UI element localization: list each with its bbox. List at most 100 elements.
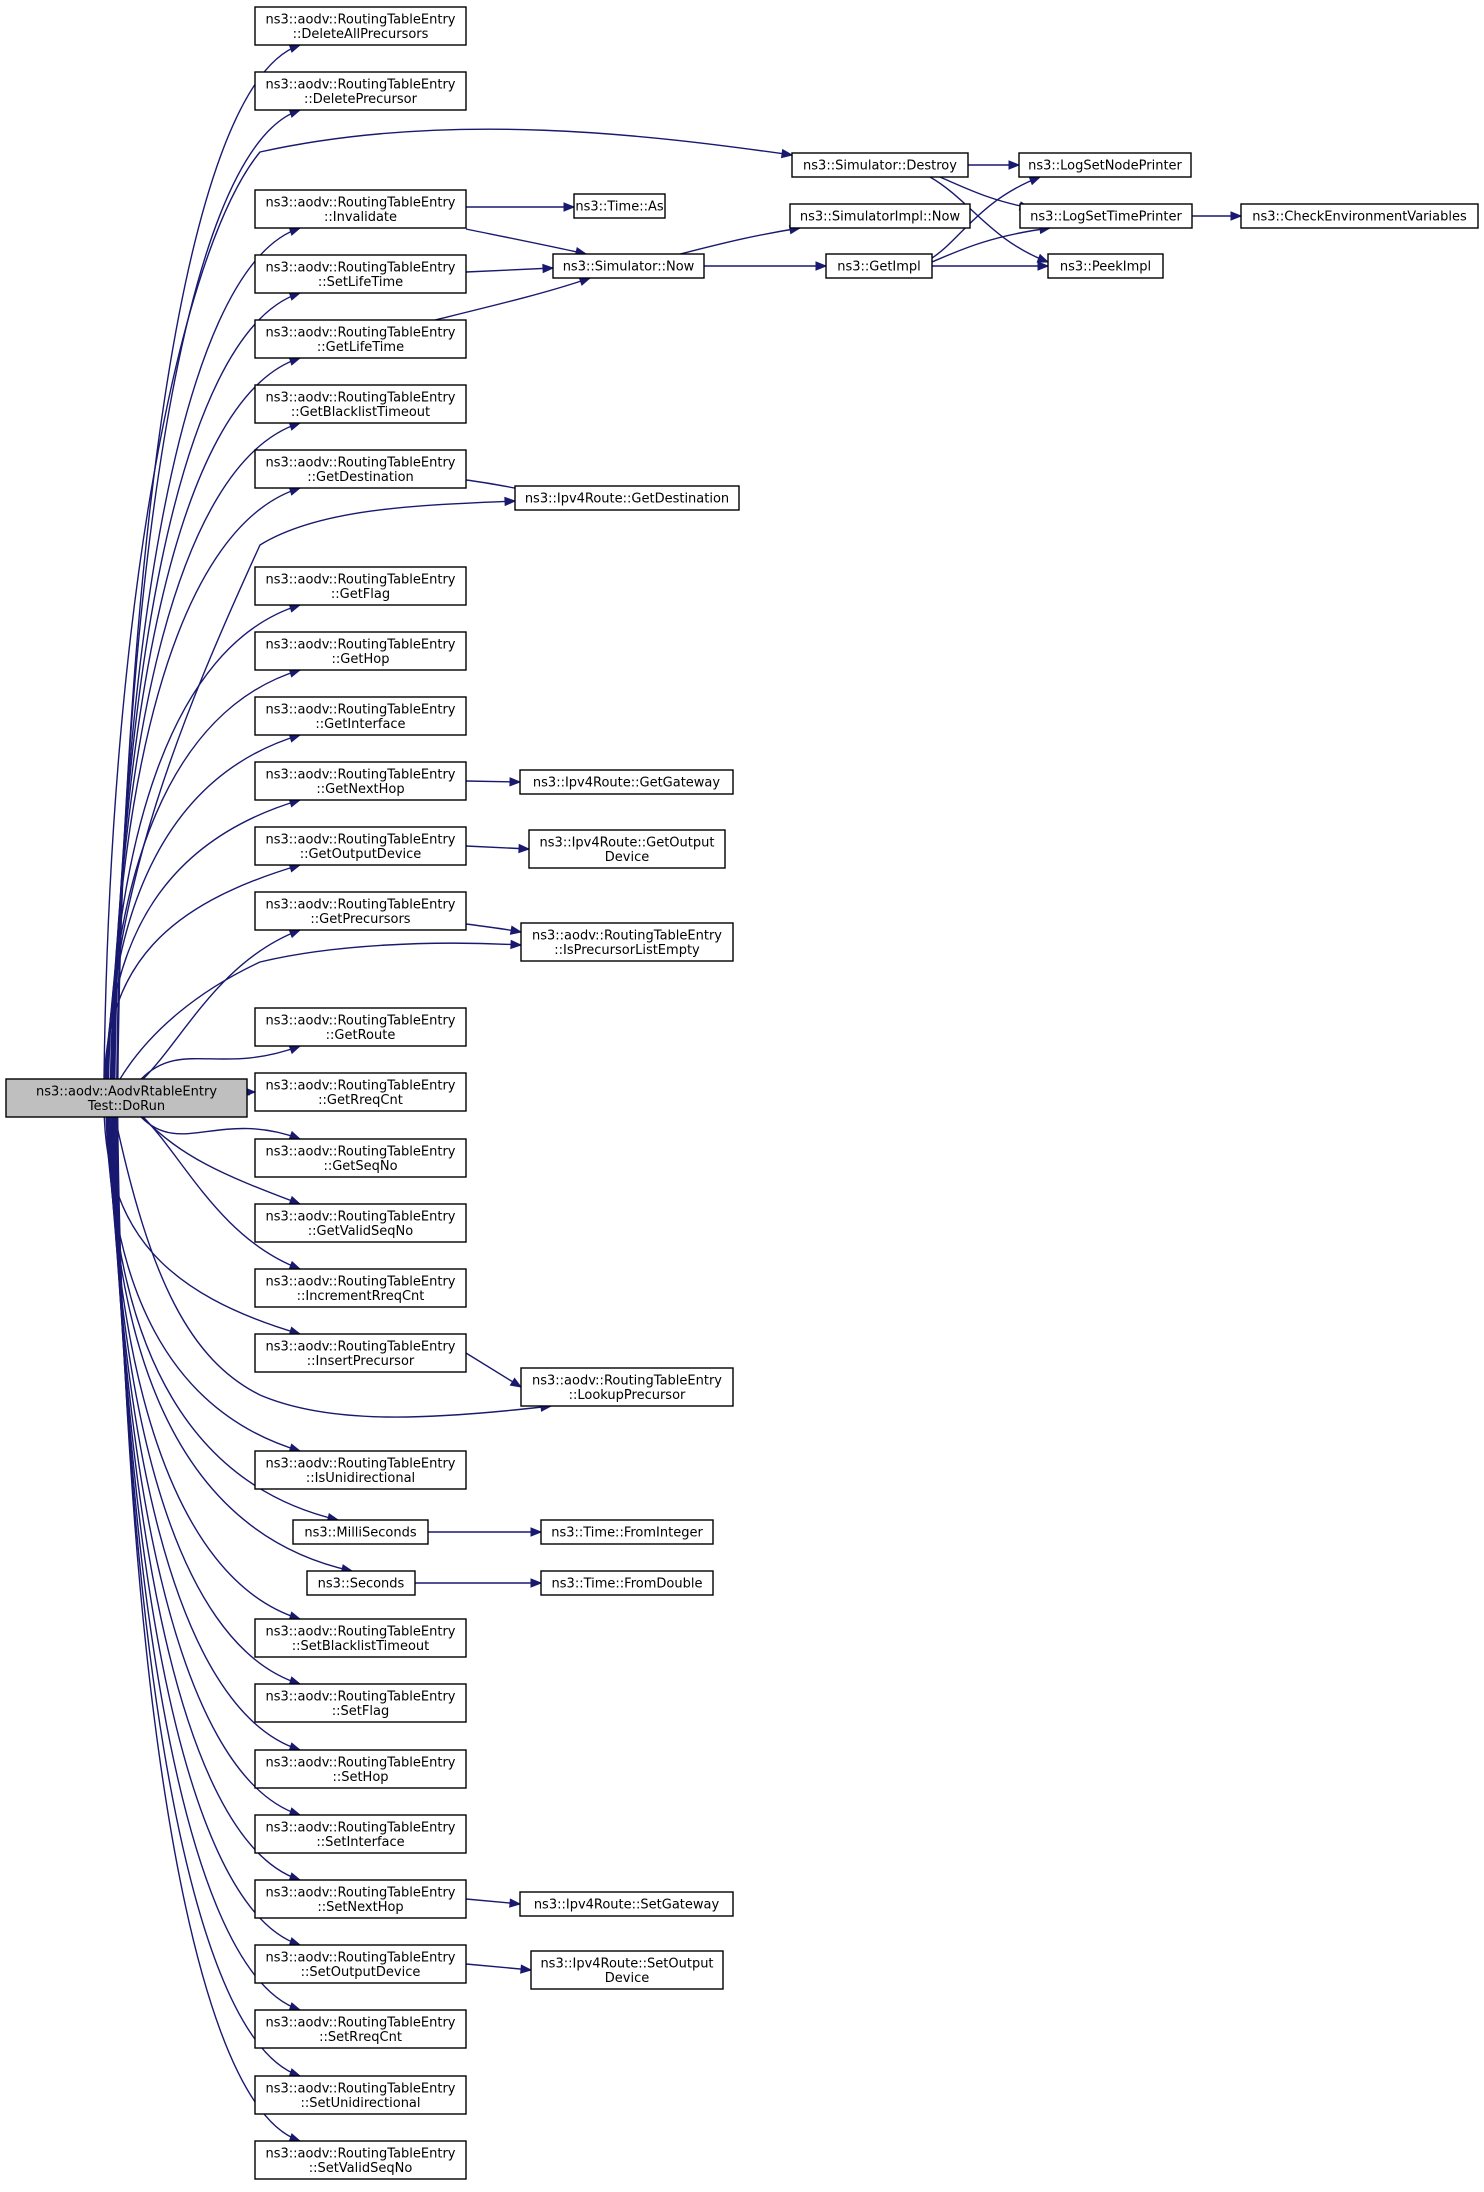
node-getbl[interactable]: ns3::aodv::RoutingTableEntry::GetBlackli… xyxy=(254,384,467,424)
node-label: ns3::aodv::RoutingTableEntry xyxy=(265,1820,455,1835)
node-setuni[interactable]: ns3::aodv::RoutingTableEntry::SetUnidire… xyxy=(254,2075,467,2115)
node-isprec[interactable]: ns3::aodv::RoutingTableEntry::IsPrecurso… xyxy=(520,922,734,962)
node-setif[interactable]: ns3::aodv::RoutingTableEntry::SetInterfa… xyxy=(254,1814,467,1854)
edge-arrowhead xyxy=(1008,160,1021,170)
node-box xyxy=(254,1268,467,1308)
node-fromdbl[interactable]: ns3::Time::FromDouble xyxy=(540,1570,714,1596)
node-label: ::GetNextHop xyxy=(316,782,404,797)
node-setrreq[interactable]: ns3::aodv::RoutingTableEntry::SetRreqCnt xyxy=(254,2009,467,2049)
node-sethop[interactable]: ns3::aodv::RoutingTableEntry::SetHop xyxy=(254,1749,467,1789)
node-lookprec[interactable]: ns3::aodv::RoutingTableEntry::LookupPrec… xyxy=(520,1367,734,1407)
node-label: ::SetFlag xyxy=(332,1704,389,1719)
node-label: ::LookupPrecursor xyxy=(569,1388,686,1403)
node-label: ::GetInterface xyxy=(315,717,405,732)
edge-getod-to-ipv4od xyxy=(465,843,531,854)
node-label: ns3::PeekImpl xyxy=(1060,260,1151,275)
edge-line xyxy=(465,845,530,850)
node-label: ns3::Simulator::Destroy xyxy=(803,159,957,174)
node-ipv4gw[interactable]: ns3::Ipv4Route::GetGateway xyxy=(519,769,734,795)
node-getif[interactable]: ns3::aodv::RoutingTableEntry::GetInterfa… xyxy=(254,696,467,736)
edge-ms-to-fromint xyxy=(428,1527,543,1537)
node-getod[interactable]: ns3::aodv::RoutingTableEntry::GetOutputD… xyxy=(254,826,467,866)
node-label: ::IsPrecursorListEmpty xyxy=(554,943,700,958)
node-box xyxy=(519,1891,734,1917)
edge-line xyxy=(104,799,301,1080)
node-label: ::SetValidSeqNo xyxy=(309,2161,413,2176)
edge-line xyxy=(114,1116,301,2011)
node-label: ns3::Ipv4Route::GetDestination xyxy=(525,492,729,507)
edge-root-to-getprec xyxy=(142,929,302,1080)
node-checkenv[interactable]: ns3::CheckEnvironmentVariables xyxy=(1240,203,1479,229)
node-label: ns3::aodv::RoutingTableEntry xyxy=(265,832,455,847)
node-insprec[interactable]: ns3::aodv::RoutingTableEntry::InsertPrec… xyxy=(254,1333,467,1373)
node-box xyxy=(254,1450,467,1490)
node-getnh[interactable]: ns3::aodv::RoutingTableEntry::GetNextHop xyxy=(254,761,467,801)
node-fromint[interactable]: ns3::Time::FromInteger xyxy=(540,1519,714,1545)
node-label: ::GetPrecursors xyxy=(310,912,410,927)
node-label: ns3::aodv::RoutingTableEntry xyxy=(265,572,455,587)
edge-arrowhead xyxy=(504,496,517,507)
node-ipv4setgw[interactable]: ns3::Ipv4Route::SetGateway xyxy=(519,1891,734,1917)
edge-root-to-destroy xyxy=(103,128,794,1080)
node-isuni[interactable]: ns3::aodv::RoutingTableEntry::IsUnidirec… xyxy=(254,1450,467,1490)
edge-getimpl-to-peekimpl xyxy=(932,261,1050,271)
node-getprec[interactable]: ns3::aodv::RoutingTableEntry::GetPrecurs… xyxy=(254,891,467,931)
node-getdest[interactable]: ns3::aodv::RoutingTableEntry::GetDestina… xyxy=(254,449,467,489)
node-getvseq[interactable]: ns3::aodv::RoutingTableEntry::GetValidSe… xyxy=(254,1203,467,1243)
node-ipv4dest[interactable]: ns3::Ipv4Route::GetDestination xyxy=(514,485,740,511)
node-getrreq[interactable]: ns3::aodv::RoutingTableEntry::GetRreqCnt xyxy=(254,1072,467,1112)
edge-root-to-ipv4dest xyxy=(105,496,517,1080)
node-delall[interactable]: ns3::aodv::RoutingTableEntry::DeleteAllP… xyxy=(254,6,467,46)
node-box xyxy=(254,1333,467,1373)
node-setnh[interactable]: ns3::aodv::RoutingTableEntry::SetNextHop xyxy=(254,1879,467,1919)
edge-line xyxy=(103,864,301,1080)
node-ipv4od[interactable]: ns3::Ipv4Route::GetOutputDevice xyxy=(528,829,726,869)
node-getroute[interactable]: ns3::aodv::RoutingTableEntry::GetRoute xyxy=(254,1007,467,1047)
node-destroy[interactable]: ns3::Simulator::Destroy xyxy=(791,152,969,178)
node-incrreq[interactable]: ns3::aodv::RoutingTableEntry::IncrementR… xyxy=(254,1268,467,1308)
edge-line xyxy=(939,176,1031,209)
node-label: ns3::aodv::RoutingTableEntry xyxy=(265,767,455,782)
node-invalidate[interactable]: ns3::aodv::RoutingTableEntry::Invalidate xyxy=(254,189,467,229)
node-setod[interactable]: ns3::aodv::RoutingTableEntry::SetOutputD… xyxy=(254,1944,467,1984)
node-logtime[interactable]: ns3::LogSetTimePrinter xyxy=(1019,203,1193,229)
node-box xyxy=(1019,203,1193,229)
node-ms[interactable]: ns3::MilliSeconds xyxy=(292,1519,429,1545)
edge-line xyxy=(105,500,516,1080)
node-label: ns3::aodv::RoutingTableEntry xyxy=(265,12,455,27)
node-setbl[interactable]: ns3::aodv::RoutingTableEntry::SetBlackli… xyxy=(254,1618,467,1658)
node-label: ns3::Time::FromInteger xyxy=(551,1526,703,1541)
node-gethop[interactable]: ns3::aodv::RoutingTableEntry::GetHop xyxy=(254,631,467,671)
edge-line xyxy=(115,1116,301,2077)
node-label: ns3::aodv::RoutingTableEntry xyxy=(265,897,455,912)
node-ipv4setod[interactable]: ns3::Ipv4Route::SetOutputDevice xyxy=(530,1950,724,1990)
edge-line xyxy=(140,1116,301,1140)
node-getflag[interactable]: ns3::aodv::RoutingTableEntry::GetFlag xyxy=(254,566,467,606)
node-label: ns3::LogSetTimePrinter xyxy=(1030,210,1182,225)
node-box xyxy=(254,1749,467,1789)
node-setvseq[interactable]: ns3::aodv::RoutingTableEntry::SetValidSe… xyxy=(254,2140,467,2180)
node-box xyxy=(520,922,734,962)
node-box xyxy=(254,696,467,736)
node-getseq[interactable]: ns3::aodv::RoutingTableEntry::GetSeqNo xyxy=(254,1138,467,1178)
node-peekimpl[interactable]: ns3::PeekImpl xyxy=(1047,253,1164,279)
node-delprec[interactable]: ns3::aodv::RoutingTableEntry::DeletePrec… xyxy=(254,71,467,111)
node-label: ns3::aodv::RoutingTableEntry xyxy=(532,1373,722,1388)
node-setlife[interactable]: ns3::aodv::RoutingTableEntry::SetLifeTim… xyxy=(254,254,467,294)
node-lognode[interactable]: ns3::LogSetNodePrinter xyxy=(1018,152,1192,178)
node-getlife[interactable]: ns3::aodv::RoutingTableEntry::GetLifeTim… xyxy=(254,319,467,359)
edge-line xyxy=(931,227,1051,263)
node-implnow[interactable]: ns3::SimulatorImpl::Now xyxy=(789,203,971,229)
node-sec[interactable]: ns3::Seconds xyxy=(306,1570,416,1596)
edge-line xyxy=(679,227,801,255)
node-label: ns3::aodv::RoutingTableEntry xyxy=(265,1624,455,1639)
edge-arrowhead xyxy=(1036,253,1050,263)
node-setflag[interactable]: ns3::aodv::RoutingTableEntry::SetFlag xyxy=(254,1683,467,1723)
node-getimpl[interactable]: ns3::GetImpl xyxy=(825,253,933,279)
node-simnow[interactable]: ns3::Simulator::Now xyxy=(552,253,705,279)
edge-root-to-getseq xyxy=(140,1116,302,1140)
node-timeas[interactable]: ns3::Time::As xyxy=(573,193,666,219)
node-label: ns3::LogSetNodePrinter xyxy=(1028,159,1182,174)
node-box xyxy=(254,631,467,671)
